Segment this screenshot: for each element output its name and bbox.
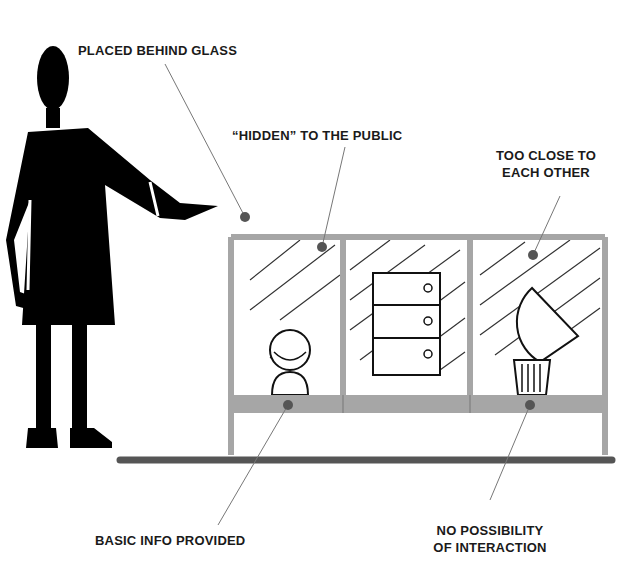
callout-dot <box>528 250 538 260</box>
floor-line <box>120 457 612 464</box>
drawer-knob <box>424 350 432 358</box>
lamp-base <box>514 360 550 395</box>
lamp-stripes <box>522 364 540 392</box>
bust-base <box>272 372 308 395</box>
person-body <box>6 128 218 325</box>
callout-label: NO POSSIBILITY OF INTERACTION <box>428 522 552 556</box>
lamp-shade <box>517 288 578 362</box>
leader-line <box>165 64 560 525</box>
callout-dot <box>283 400 293 410</box>
case-frame <box>231 237 605 455</box>
bust-head <box>270 330 310 370</box>
person-leg <box>36 322 51 430</box>
cabinet-drawers <box>373 305 440 338</box>
bust-face <box>274 352 306 360</box>
callout-label: BASIC INFO PROVIDED <box>95 532 245 549</box>
cabinet <box>373 273 440 375</box>
person-head <box>37 46 69 110</box>
callout-dot <box>240 212 250 222</box>
shelf-divider <box>343 395 470 413</box>
callout-label: “HIDDEN” TO THE PUBLIC <box>232 127 402 144</box>
case-shelf <box>231 395 605 413</box>
callout-label: TOO CLOSE TO EACH OTHER <box>485 147 607 181</box>
person-outline <box>28 182 158 290</box>
callout-dot <box>525 400 535 410</box>
person-leg <box>72 322 87 430</box>
drawer-knob <box>424 284 432 292</box>
person-shoes <box>26 428 112 448</box>
callout-label: PLACED BEHIND GLASS <box>78 42 237 59</box>
drawer-knob <box>424 317 432 325</box>
person-neck <box>46 108 60 128</box>
callout-dot <box>317 242 327 252</box>
